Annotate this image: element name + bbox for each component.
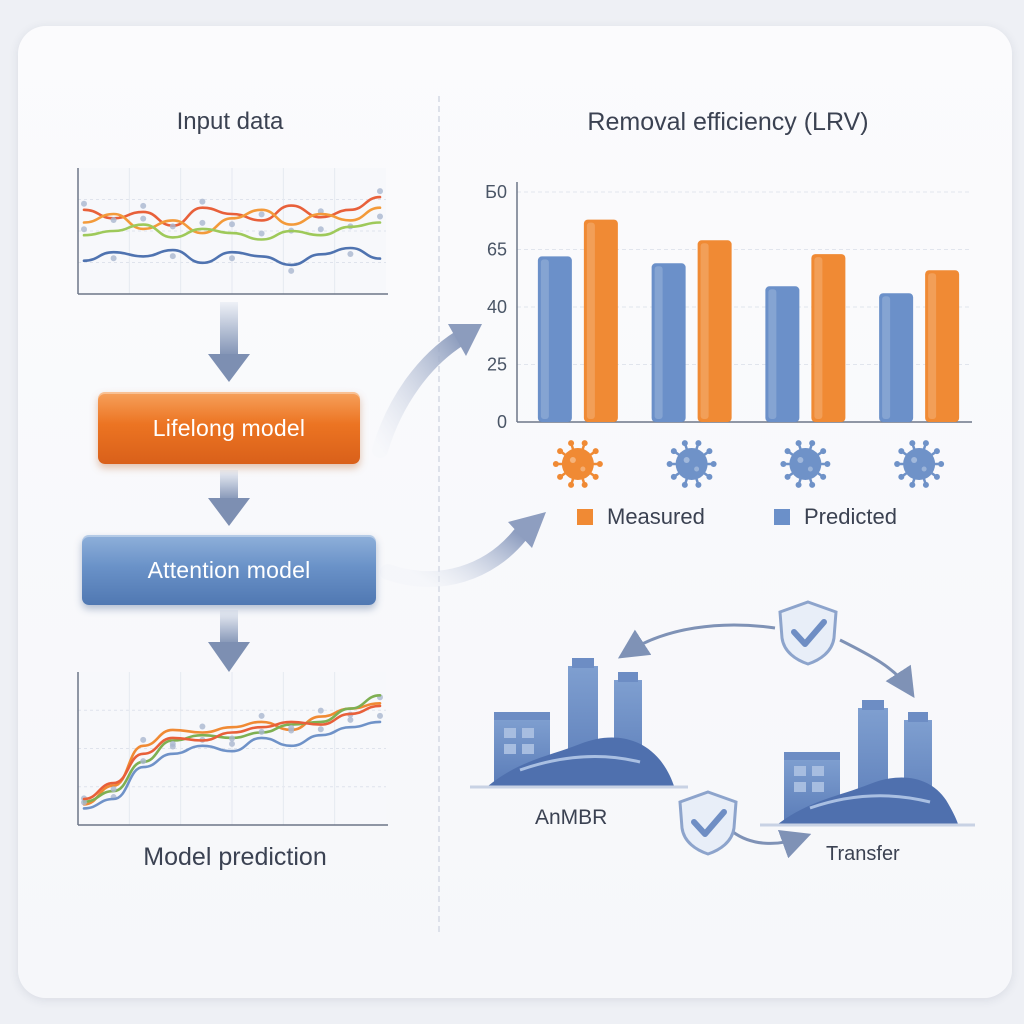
prediction-data-point bbox=[81, 799, 87, 806]
y-tick-label: 0 bbox=[497, 412, 507, 432]
prediction-data-point bbox=[258, 712, 265, 719]
bar-highlight bbox=[768, 289, 777, 419]
transfer-label: Transfer bbox=[826, 843, 900, 865]
input-series-line bbox=[82, 221, 382, 241]
input-data-point bbox=[288, 267, 295, 274]
down-arrow-icon bbox=[208, 302, 250, 382]
prediction-data-point bbox=[317, 707, 324, 714]
y-tick-label: 40 bbox=[487, 297, 507, 317]
down-arrow-icon bbox=[208, 610, 250, 672]
shield-check-icon bbox=[778, 600, 838, 666]
prediction-series-line bbox=[82, 704, 382, 801]
y-tick-label: Б0 bbox=[485, 182, 507, 202]
prediction-data-point bbox=[258, 728, 265, 735]
input-data-point bbox=[229, 221, 235, 228]
prediction-series-line bbox=[82, 702, 382, 806]
input-data-point bbox=[199, 219, 206, 226]
model-prediction-chart bbox=[77, 672, 388, 826]
panel-divider bbox=[438, 96, 440, 932]
bar-measured bbox=[925, 270, 960, 422]
legend-predicted: Predicted bbox=[774, 504, 897, 530]
loop-arrow-icon bbox=[839, 638, 915, 699]
virus-icon-blue bbox=[780, 440, 831, 488]
bar-measured bbox=[697, 240, 732, 422]
virus-icon-blue bbox=[666, 440, 717, 488]
input-data-title: Input data bbox=[176, 108, 284, 135]
predicted-swatch bbox=[774, 509, 790, 525]
prediction-data-point bbox=[110, 786, 117, 793]
prediction-data-point bbox=[229, 735, 235, 742]
input-data-point bbox=[169, 253, 176, 260]
input-data-chart bbox=[77, 168, 388, 295]
input-data-point bbox=[347, 250, 354, 257]
bar-measured bbox=[811, 254, 846, 422]
input-data-point bbox=[81, 200, 87, 207]
prediction-data-point bbox=[317, 726, 324, 733]
prediction-data-point bbox=[140, 736, 147, 743]
y-tick-label: 25 bbox=[487, 355, 507, 375]
bar-highlight bbox=[928, 273, 937, 419]
transfer-arrow-icon bbox=[732, 830, 812, 859]
virus-icon-blue bbox=[894, 440, 945, 488]
input-data-point bbox=[110, 255, 117, 262]
input-data-point bbox=[377, 213, 383, 220]
bar-highlight bbox=[586, 222, 595, 419]
factory-icon bbox=[760, 700, 975, 827]
model-prediction-title: Model prediction bbox=[143, 843, 327, 871]
prediction-data-point bbox=[140, 758, 147, 765]
bar-measured bbox=[583, 219, 618, 422]
loop-arrow-icon bbox=[617, 623, 776, 659]
attention-model-box: Attention model bbox=[82, 535, 376, 605]
y-tick-label: 65 bbox=[487, 240, 507, 260]
input-data-point bbox=[81, 226, 87, 233]
bar-predicted bbox=[537, 256, 572, 422]
virus-icon-orange bbox=[552, 440, 603, 488]
input-series-line bbox=[82, 246, 382, 267]
input-data-point bbox=[140, 215, 147, 222]
prediction-data-point bbox=[347, 716, 354, 723]
bar-predicted bbox=[651, 263, 686, 422]
input-data-point bbox=[169, 223, 176, 230]
prediction-data-point bbox=[229, 740, 235, 747]
bar-highlight bbox=[540, 259, 549, 419]
prediction-data-point bbox=[288, 724, 295, 731]
bar-highlight bbox=[700, 243, 709, 419]
factory-icon bbox=[470, 658, 688, 789]
prediction-data-point bbox=[199, 723, 206, 730]
anmbr-label: AnMBR bbox=[535, 806, 608, 829]
removal-efficiency-title: Removal efficiency (LRV) bbox=[587, 108, 869, 136]
bar-predicted bbox=[765, 286, 800, 422]
input-data-point bbox=[258, 230, 265, 237]
legend-measured: Measured bbox=[577, 504, 705, 530]
input-data-point bbox=[140, 202, 147, 209]
input-data-point bbox=[258, 211, 265, 218]
prediction-series-line bbox=[82, 720, 382, 810]
bar-highlight bbox=[814, 257, 823, 419]
bar-highlight bbox=[654, 266, 663, 419]
input-data-point bbox=[317, 226, 324, 233]
legend-predicted-label: Predicted bbox=[804, 504, 897, 529]
shield-check-icon bbox=[678, 790, 738, 856]
down-arrow-icon bbox=[208, 470, 250, 526]
bar-predicted bbox=[879, 293, 914, 422]
prediction-data-point bbox=[377, 712, 383, 719]
legend-measured-label: Measured bbox=[607, 504, 705, 529]
removal-efficiency-chart: 0 25 40 65 Б0 bbox=[485, 182, 972, 432]
curved-arrow-icon bbox=[372, 324, 482, 458]
input-data-point bbox=[377, 188, 383, 195]
input-data-point bbox=[199, 198, 206, 205]
lifelong-model-box: Lifelong model bbox=[98, 392, 360, 464]
input-data-point bbox=[110, 217, 117, 224]
prediction-data-point bbox=[169, 740, 176, 747]
input-data-point bbox=[317, 208, 324, 215]
measured-swatch bbox=[577, 509, 593, 525]
bar-highlight bbox=[882, 296, 891, 419]
curved-arrow-icon bbox=[380, 512, 546, 587]
input-data-point bbox=[229, 255, 235, 262]
